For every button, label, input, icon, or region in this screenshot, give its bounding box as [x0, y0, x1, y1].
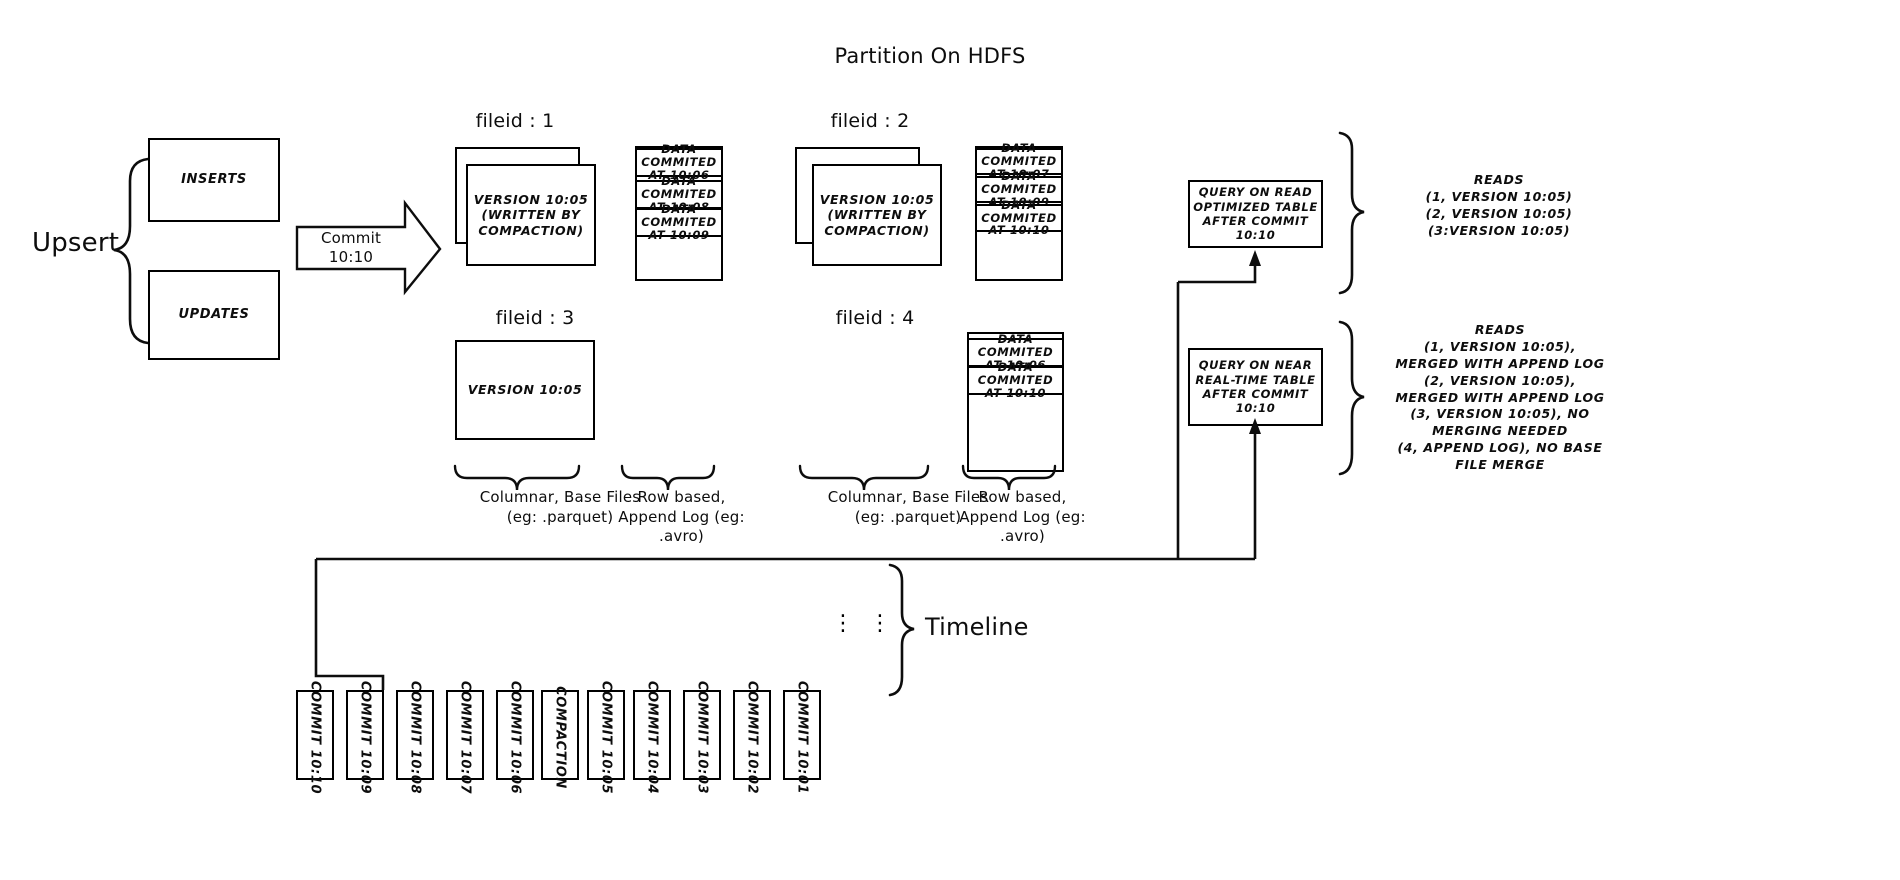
- timeline-item[interactable]: [496, 690, 534, 780]
- fileid-3-base-card: [455, 340, 595, 440]
- timeline-ellipsis-icon: ⋮: [832, 611, 854, 636]
- timeline-item[interactable]: [396, 690, 434, 780]
- updates-box: [148, 270, 280, 360]
- timeline-item[interactable]: [541, 690, 579, 780]
- commit-arrow-label: Commit 10:10: [320, 229, 382, 266]
- timeline-item[interactable]: [587, 690, 625, 780]
- upsert-label: Upsert: [32, 228, 120, 258]
- timeline-item[interactable]: [683, 690, 721, 780]
- fileid-2-heading: fileid : 2: [830, 110, 910, 132]
- fileid-2-base-label: VERSION 10:05 (WRITTEN BY COMPACTION): [819, 191, 935, 238]
- timeline-item[interactable]: [783, 690, 821, 780]
- timeline-item[interactable]: [446, 690, 484, 780]
- caption-rowlog-right: Row based, Append Log (eg: .avro): [959, 488, 1086, 545]
- reads-read-optimized-text: READS (1, VERSION 10:05) (2, VERSION 10:…: [1425, 172, 1573, 238]
- page-title: Partition On HDFS: [834, 44, 1026, 68]
- inserts-label: INSERTS: [181, 171, 247, 187]
- query-near-realtime-box[interactable]: [1188, 348, 1323, 426]
- query-near-realtime-label: QUERY ON NEAR REAL-TIME TABLE AFTER COMM…: [1195, 358, 1316, 416]
- reads-near-realtime-text: READS (1, VERSION 10:05), MERGED WITH AP…: [1395, 322, 1605, 472]
- updates-label: UPDATES: [178, 306, 250, 322]
- timeline-item[interactable]: [346, 690, 384, 780]
- caption-rowlog-left: Row based, Append Log (eg: .avro): [618, 488, 745, 545]
- caption-columnar-right: Columnar, Base Files (eg: .parquet): [827, 488, 989, 526]
- timeline-label: Timeline: [925, 613, 1029, 641]
- timeline-ellipsis-icon: ⋮: [869, 611, 891, 636]
- fileid-1-base-label: VERSION 10:05 (WRITTEN BY COMPACTION): [473, 191, 589, 238]
- caption-columnar-left: Columnar, Base Files (eg: .parquet): [479, 488, 641, 526]
- fileid-3-heading: fileid : 3: [495, 307, 575, 329]
- inserts-box: [148, 138, 280, 222]
- fileid-3-base-label: VERSION 10:05: [467, 382, 583, 398]
- fileid-4-heading: fileid : 4: [835, 307, 915, 329]
- fileid-1-heading: fileid : 1: [475, 110, 555, 132]
- fileid-1-log-entry: DATA COMMITED AT 10:06: [635, 143, 723, 181]
- timeline-item[interactable]: [733, 690, 771, 780]
- query-read-optimized-box[interactable]: [1188, 180, 1323, 248]
- fileid-1-base-card-front: [466, 164, 596, 266]
- query-read-optimized-label: QUERY ON READ OPTIMIZED TABLE AFTER COMM…: [1193, 185, 1318, 243]
- timeline-item[interactable]: [633, 690, 671, 780]
- fileid-2-base-card-front: [812, 164, 942, 266]
- timeline-item[interactable]: [296, 690, 334, 780]
